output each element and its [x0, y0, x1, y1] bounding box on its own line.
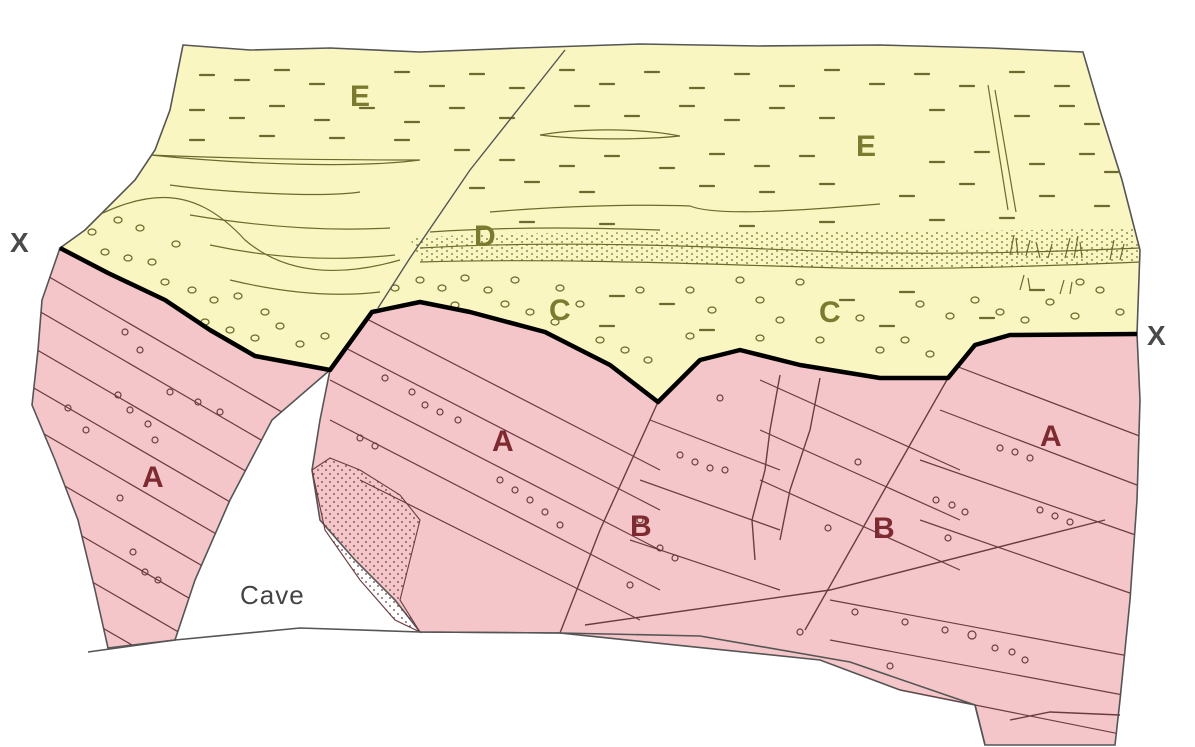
label-rock-a-right: A [1040, 420, 1062, 453]
label-layer-e-right: E [856, 130, 876, 163]
label-layer-e-left: E [350, 80, 370, 113]
label-rock-a-left: A [142, 461, 164, 494]
marker-x-left: X [10, 227, 29, 258]
label-layer-c-left: C [549, 294, 571, 327]
cave-label: Cave [240, 580, 305, 610]
label-rock-b-right: B [873, 512, 895, 545]
label-layer-c-right: C [819, 296, 841, 329]
label-rock-b-left: B [630, 510, 652, 543]
marker-x-right: X [1147, 320, 1166, 351]
label-rock-a-middle: A [492, 425, 514, 458]
bedrock-right-block [312, 302, 1140, 745]
label-layer-d: D [474, 220, 496, 253]
